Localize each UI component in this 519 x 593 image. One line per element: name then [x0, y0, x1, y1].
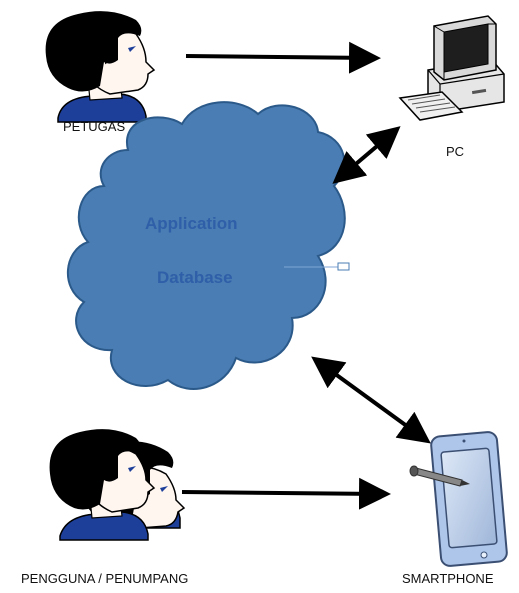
smartphone-stylus-icon — [409, 431, 508, 567]
application-database-cloud: Application Database — [67, 101, 350, 390]
cloud-title-application: Application — [145, 214, 238, 233]
user-head-front — [49, 429, 156, 541]
desktop-computer-icon — [398, 15, 505, 121]
officer-icon — [45, 11, 156, 123]
cloud-title-database: Database — [157, 268, 233, 287]
arrow-petugas-to-pc — [185, 41, 381, 74]
label-pc: PC — [446, 144, 464, 159]
label-petugas: PETUGAS — [63, 119, 125, 134]
label-smartphone: SMARTPHONE — [402, 571, 494, 586]
stylus-icon — [409, 465, 470, 487]
two-person-heads-icon — [49, 429, 186, 541]
label-pengguna-penumpang: PENGGUNA / PENUMPANG — [21, 571, 188, 586]
arrow-users-to-smartphone — [181, 477, 391, 510]
arrow-cloud-pc-bidirectional — [332, 126, 401, 184]
arrow-cloud-smartphone-bidirectional — [311, 356, 431, 444]
